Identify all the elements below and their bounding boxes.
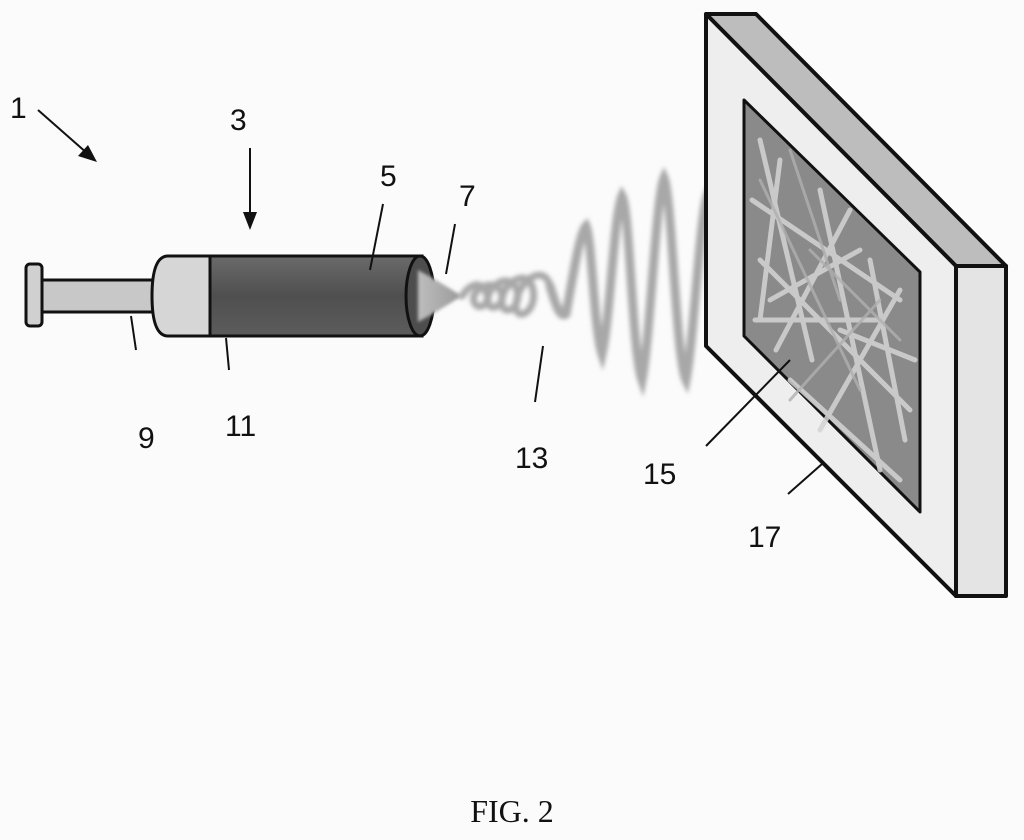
syringe-icon bbox=[24, 254, 462, 338]
syringe-barrel-fluid bbox=[208, 254, 424, 338]
arrowhead-1 bbox=[78, 145, 97, 162]
fiber-jet-whip bbox=[458, 166, 731, 397]
ref-label-13: 13 bbox=[515, 442, 549, 475]
leader-lines bbox=[37, 109, 823, 495]
leader-7 bbox=[445, 223, 456, 275]
taylor-cone bbox=[418, 270, 462, 322]
leader-arrowheads bbox=[78, 145, 257, 230]
ref-label-17: 17 bbox=[748, 521, 782, 554]
syringe-barrel-end bbox=[150, 254, 212, 338]
fiber-mat bbox=[742, 98, 922, 514]
leader-13 bbox=[534, 345, 544, 403]
leader-11 bbox=[225, 337, 230, 371]
plunger-thumb-rest bbox=[24, 262, 44, 328]
ref-label-5: 5 bbox=[380, 160, 397, 193]
leader-5 bbox=[369, 203, 384, 271]
leader-9 bbox=[130, 315, 137, 351]
ref-label-11: 11 bbox=[225, 410, 257, 443]
ref-label-3: 3 bbox=[230, 104, 247, 137]
leader-17 bbox=[787, 463, 823, 495]
ref-label-1: 1 bbox=[10, 92, 27, 125]
ref-label-9: 9 bbox=[138, 422, 155, 455]
collector-plate-icon bbox=[704, 12, 1008, 598]
collector-side-face bbox=[954, 264, 1008, 598]
leader-15 bbox=[705, 359, 791, 447]
plunger-rod bbox=[40, 278, 156, 314]
ref-label-7: 7 bbox=[459, 180, 476, 213]
arrowhead-3 bbox=[243, 212, 257, 230]
ref-label-15: 15 bbox=[643, 458, 677, 491]
figure-caption: FIG. 2 bbox=[470, 793, 554, 829]
leader-1 bbox=[37, 109, 89, 155]
